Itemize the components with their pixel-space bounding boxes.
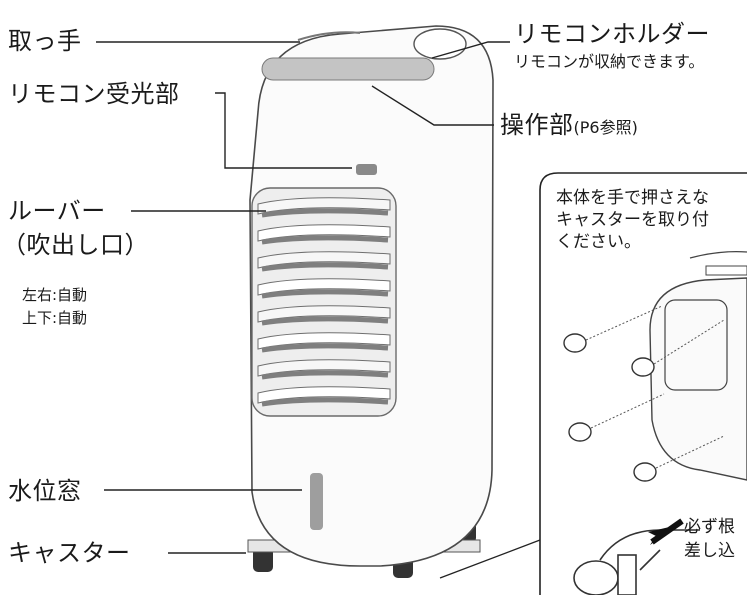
- remote-holder-note: リモコンが収納できます。: [514, 52, 705, 71]
- remote-holder-label: リモコンホルダー: [514, 20, 710, 48]
- inset-callout-line-2: 差し込: [684, 541, 735, 561]
- louver-gap: [261, 289, 389, 299]
- inset-callout-line-1: 必ず根: [684, 517, 735, 537]
- louver-slat: [257, 359, 391, 377]
- louver-slat: [257, 197, 391, 215]
- control-panel-label: 操作部: [500, 111, 574, 139]
- louver-gap: [261, 343, 389, 353]
- inset-body: [649, 277, 747, 481]
- remote-sensor: [356, 164, 377, 175]
- inset-frame: [539, 172, 747, 595]
- casters-label: キャスター: [8, 539, 131, 567]
- control-panel-ref: (P6参照): [573, 118, 638, 137]
- remote-sensor-label: リモコン受光部: [8, 80, 180, 108]
- handle: [297, 31, 361, 41]
- inset-instruction-line-3: ください。: [556, 232, 641, 252]
- louver-gap: [261, 208, 389, 218]
- louver-gap: [261, 370, 389, 380]
- remote-holder: [413, 28, 467, 60]
- louver-up-down: 上下:自動: [22, 309, 88, 327]
- louver-gap: [261, 397, 389, 407]
- closeup-caster: [573, 529, 700, 595]
- handle-label: 取っ手: [8, 27, 82, 55]
- water-window-label: 水位窓: [8, 477, 82, 505]
- inset-instruction-line-2: キャスターを取り付: [556, 210, 709, 230]
- louver-window: [251, 187, 397, 417]
- louver-slats: [257, 197, 391, 407]
- water-level-window: [310, 473, 323, 530]
- control-panel: [261, 57, 435, 81]
- louver-slat: [257, 305, 391, 323]
- inset-casters: [563, 333, 657, 482]
- louver-gap: [261, 262, 389, 272]
- louver-slat: [257, 251, 391, 269]
- louver-sublabel: （吹出し口）: [2, 231, 149, 259]
- louver-slat: [257, 332, 391, 350]
- louver-gap: [261, 316, 389, 326]
- louver-label: ルーバー: [8, 197, 106, 225]
- inset-instruction-line-1: 本体を手で押さえな: [556, 188, 709, 208]
- control-panel-caption: 操作部(P6参照): [500, 113, 638, 137]
- louver-slat: [257, 224, 391, 242]
- louver-slat: [257, 386, 391, 404]
- louver-left-right: 左右:自動: [22, 286, 88, 304]
- leader-lines: [96, 41, 510, 554]
- louver-slat: [257, 278, 391, 296]
- louver-gap: [261, 235, 389, 245]
